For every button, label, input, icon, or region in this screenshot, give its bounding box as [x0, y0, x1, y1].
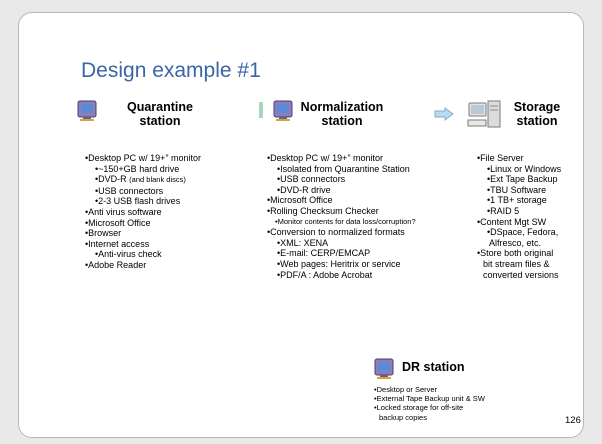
- list-item: Microsoft Office: [85, 218, 201, 229]
- list-item: backup copies: [379, 412, 427, 422]
- list-item: File Server: [477, 153, 561, 164]
- computer-monitor-icon: [374, 358, 394, 379]
- storage-station-title: Storage station: [513, 100, 561, 128]
- list-item: Ext Tape Backup: [477, 174, 561, 185]
- list-item: PDF/A : Adobe Acrobat: [267, 270, 416, 281]
- separator-bar: [259, 102, 263, 118]
- list-item: USB connectors: [267, 174, 416, 185]
- list-item: Alfresco, etc.: [489, 237, 542, 248]
- normalization-station-title: Normalization station: [300, 100, 384, 128]
- list-item: Web pages: Heritrix or service: [267, 259, 416, 270]
- list-item: Locked storage for off-site: [374, 403, 485, 412]
- list-item: Content Mgt SW: [477, 217, 561, 228]
- list-item: Adobe Reader: [85, 260, 201, 271]
- list-item: Anti-virus check: [85, 249, 201, 260]
- slide: Design example #1 Quarantine station Nor…: [18, 12, 584, 438]
- dr-list: Desktop or Server External Tape Backup u…: [374, 385, 485, 422]
- list-item: RAID 5: [477, 206, 561, 217]
- computer-monitor-icon: [273, 100, 293, 121]
- list-item: bit stream files &: [483, 258, 550, 269]
- server-tower-icon: [467, 100, 501, 128]
- storage-list: File Server Linux or Windows Ext Tape Ba…: [477, 153, 561, 280]
- normalization-list: Desktop PC w/ 19+” monitor Isolated from…: [267, 153, 416, 281]
- list-item: ~150+GB hard drive: [85, 164, 201, 175]
- storage-header: Storage station: [467, 100, 567, 130]
- right-arrow-icon: [434, 107, 454, 121]
- list-item: Desktop PC w/ 19+” monitor: [267, 153, 416, 164]
- list-item: Desktop or Server: [374, 385, 485, 394]
- list-item: Isolated from Quarantine Station: [267, 164, 416, 175]
- dr-header: DR station: [374, 358, 465, 380]
- list-item: 1 TB+ storage: [477, 195, 561, 206]
- computer-monitor-icon: [77, 100, 97, 121]
- slide-title: Design example #1: [81, 59, 261, 82]
- quarantine-list: Desktop PC w/ 19+” monitor ~150+GB hard …: [85, 153, 201, 271]
- list-item: Store both original: [477, 248, 561, 259]
- list-item: Browser: [85, 228, 201, 239]
- normalization-header: Normalization station: [273, 100, 385, 128]
- list-item: Conversion to normalized formats: [267, 227, 416, 238]
- page-number: 126: [565, 415, 581, 426]
- list-item: Internet access: [85, 239, 201, 250]
- list-item: Microsoft Office: [267, 195, 416, 206]
- list-item: DVD-R drive: [267, 185, 416, 196]
- list-item: converted versions: [483, 269, 559, 280]
- list-item: E-mail: CERP/EMCAP: [267, 248, 416, 259]
- list-item: DSpace, Fedora,: [477, 227, 561, 238]
- dr-station-title: DR station: [402, 360, 465, 374]
- list-item: Rolling Checksum Checker: [267, 206, 416, 217]
- list-item: Anti virus software: [85, 207, 201, 218]
- quarantine-station-title: Quarantine station: [127, 100, 193, 128]
- list-item: Linux or Windows: [477, 164, 561, 175]
- list-item: TBU Software: [477, 185, 561, 196]
- list-item: DVD-R (and blank discs): [85, 174, 201, 186]
- list-item: USB connectors: [85, 186, 201, 197]
- list-item: Monitor contents for data loss/corruptio…: [267, 217, 416, 228]
- list-item: XML: XENA: [267, 238, 416, 249]
- list-item: 2-3 USB flash drives: [85, 196, 201, 207]
- list-item: External Tape Backup unit & SW: [374, 394, 485, 403]
- list-item: Desktop PC w/ 19+” monitor: [85, 153, 201, 164]
- quarantine-header: Quarantine station: [77, 100, 205, 128]
